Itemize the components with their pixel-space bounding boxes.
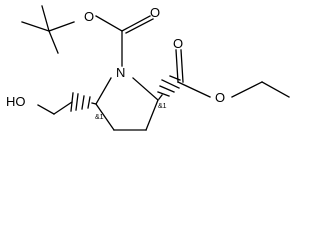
stereo-label-left: &1 — [95, 114, 104, 121]
hydroxymethyl-bonds — [37, 92, 97, 115]
stereo-label-right: &1 — [158, 103, 167, 110]
tert-butyl-bonds — [21, 5, 75, 54]
structure-diagram: O O N O O HO &1 &1 — [6, 5, 290, 131]
atom-o-carbonyl-ester: O — [173, 36, 183, 51]
atom-o-ester-ethyl: O — [215, 90, 225, 105]
atom-o-ester-tbu: O — [84, 9, 94, 24]
atom-n-ring: N — [116, 65, 125, 80]
atom-hydroxyl: HO — [6, 94, 26, 109]
atom-o-carbonyl-boc: O — [150, 5, 160, 20]
boc-bonds — [95, 15, 154, 67]
pyrrolidine-ring — [95, 77, 159, 131]
ethyl-ester-bonds — [157, 49, 290, 100]
